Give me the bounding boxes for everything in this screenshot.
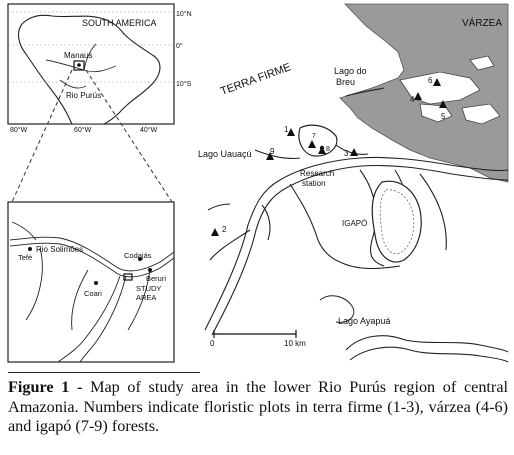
plot-1-marker [287,128,295,136]
study-area-box [73,60,85,71]
varzea-label: VÁRZEA [462,16,502,29]
caption-rule [8,372,200,373]
lago-uauacu-label: Lago Uauaçú [198,149,252,159]
plot-markers [211,78,447,236]
plot-3-label: 3 [344,149,349,158]
plot-6-marker [433,78,441,86]
study-area-label-2: AREA [136,293,156,302]
continent-label: SOUTH AMERICA [82,18,157,28]
plot-6-label: 6 [428,76,433,85]
caption-label: Figure 1 - [8,378,83,396]
caption-text: Map of study area in the lower Rio Purús… [8,378,508,435]
lago-ayapua-label: Lago Ayapuá [338,316,390,326]
station-label: station [302,179,326,188]
connector-line [11,69,73,203]
plot-8-label: 8 [326,146,330,153]
lon-label-40w: 40°W [140,126,158,134]
plot-1-label: 1 [284,125,289,134]
manaus-label: Manaus [64,51,92,60]
lat-label-10n: 10°N [176,10,192,18]
codajas-label: Codajás [124,251,152,260]
research-label: Research [300,169,334,178]
manaus-dot [77,63,81,67]
study-area-map: SOUTH AMERICA 10°N 0° 10°S 80°W 60°W 40°… [7,3,509,363]
varzea-lake [461,103,501,125]
scale-bar [213,330,297,338]
plot-4-marker [414,92,422,100]
lon-label-60w: 60°W [74,126,92,134]
igapo-lake-inner [379,189,415,254]
rio-purus-label: Rio Purús [66,91,101,100]
plot-9-marker [266,152,274,160]
lago-ayapua-shore [319,295,355,323]
figure-caption: Figure 1 - Map of study area in the lowe… [8,378,508,437]
station-lake [298,124,338,157]
terra-firme-label: TERRA FIRME [219,61,293,98]
plot-9-label: 9 [270,147,275,156]
connector-line [85,69,173,203]
world-inset [7,3,175,125]
research-station-dot [319,145,325,151]
lat-label-10s: 10°S [176,80,192,88]
plot-3-marker [350,148,358,156]
igapo-lake [371,180,422,263]
tefe-label: Tefé [18,253,32,262]
river-network [204,87,509,363]
rio-solimoes-label: Rio Solimões [36,245,83,254]
lat-label-0: 0° [176,42,183,50]
study-inset [7,201,175,363]
beruri-label: Beruri [146,274,166,283]
lon-label-80w: 80°W [10,126,28,134]
study-area-label-1: STUDY [136,284,161,293]
varzea-lake [469,55,495,71]
plot-5-marker [439,100,447,108]
scale-end-label: 10 km [284,339,306,348]
lago-do-label: Lago do [334,66,367,76]
scale-start-label: 0 [210,339,215,348]
plot-7-label: 7 [312,133,316,140]
plot-7-marker [308,140,316,148]
plot-5-label: 5 [441,112,446,121]
study-area-rect [123,273,133,281]
igapo-label: IGAPÓ [342,219,367,228]
plot-2-marker [211,228,219,236]
plot-2-label: 2 [222,225,227,234]
breu-label: Breu [336,77,355,87]
plot-4-label: 4 [410,95,415,104]
coari-label: Coari [84,289,102,298]
